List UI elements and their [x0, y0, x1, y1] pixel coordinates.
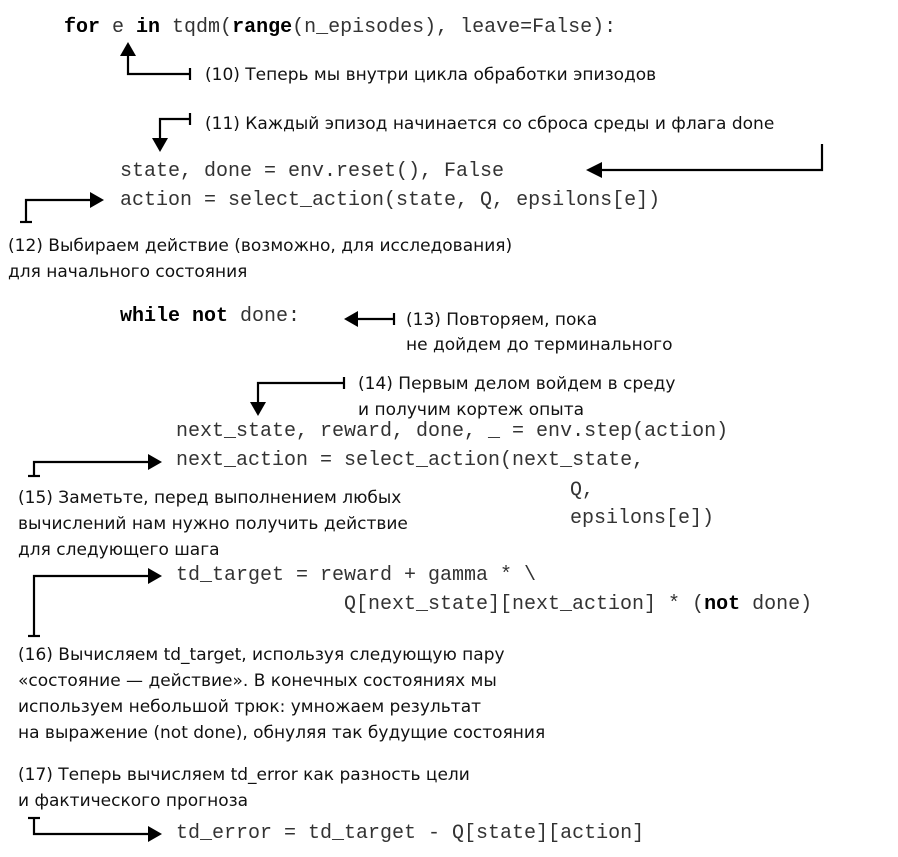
arrow-11 — [152, 113, 192, 152]
code-line-next-action: next_action = select_action(next_state, — [176, 449, 645, 472]
arrow-15 — [28, 454, 162, 478]
code-text: (n_episodes), leave=False): — [292, 16, 617, 39]
annotation-12-line-2: для начального состояния — [8, 262, 248, 282]
annotation-14-line-1: (14) Первым делом войдем в среду — [358, 374, 676, 394]
keyword-in: in — [136, 16, 161, 39]
arrow-12 — [20, 192, 104, 224]
code-line-epsilons-arg: epsilons[e]) — [570, 507, 715, 530]
annotation-16-line-4: на выражение (not done), обнуляя так буд… — [18, 723, 546, 743]
annotation-13-line-2: не дойдем до терминального — [406, 335, 673, 355]
arrow-14 — [250, 377, 346, 416]
annotation-17-line-1: (17) Теперь вычисляем td_error как разно… — [18, 765, 470, 785]
code-text: done: — [228, 305, 301, 328]
code-line-reset: state, done = env.reset(), False — [120, 160, 505, 183]
arrow-17 — [28, 816, 162, 842]
annotation-16-line-2: «состояние — действие». В конечных состо… — [18, 671, 497, 691]
code-line-td-error: td_error = td_target - Q[state][action] — [176, 822, 645, 845]
keyword-while-not: while not — [120, 305, 229, 328]
code-line-q-arg: Q, — [570, 479, 595, 502]
keyword-not: not — [704, 593, 741, 616]
code-text: done) — [740, 593, 813, 616]
code-text: e — [100, 16, 137, 39]
annotation-15-line-1: (15) Заметьте, перед выполнением любых — [18, 488, 402, 508]
code-line-td-target-cont: Q[next_state][next_action] * (not done) — [344, 593, 812, 617]
annotation-15-line-2: вычислений нам нужно получить действие — [18, 514, 408, 534]
keyword-range: range — [232, 16, 293, 39]
annotation-16-line-1: (16) Вычисляем td_target, используя след… — [18, 645, 505, 665]
code-line-step: next_state, reward, done, _ = env.step(a… — [176, 420, 729, 443]
annotation-13-line-1: (13) Повторяем, пока — [406, 310, 598, 330]
arrow-16 — [28, 568, 162, 638]
code-line-while: while not done: — [120, 305, 300, 329]
arrow-11-right — [586, 144, 824, 178]
code-line-td-target: td_target = reward + gamma * \ — [176, 564, 537, 587]
annotation-16-line-3: используем небольшой трюк: умножаем резу… — [18, 697, 482, 717]
arrow-10 — [120, 42, 192, 80]
annotation-12-line-1: (12) Выбираем действие (возможно, для ис… — [8, 236, 513, 256]
annotation-17-line-2: и фактического прогноза — [18, 791, 249, 811]
keyword-for: for — [64, 16, 101, 39]
code-line-for: for e in tqdm(range(n_episodes), leave=F… — [64, 16, 616, 40]
code-text: Q[next_state][next_action] * ( — [344, 593, 705, 616]
annotation-11: (11) Каждый эпизод начинается со сброса … — [205, 114, 775, 134]
annotation-14-line-2: и получим кортеж опыта — [358, 400, 585, 420]
code-line-select-action: action = select_action(state, Q, epsilon… — [120, 189, 661, 212]
arrow-13 — [344, 311, 396, 327]
annotation-10: (10) Теперь мы внутри цикла обработки эп… — [205, 65, 657, 85]
annotation-15-line-3: для следующего шага — [18, 540, 220, 560]
code-text: tqdm( — [160, 16, 233, 39]
